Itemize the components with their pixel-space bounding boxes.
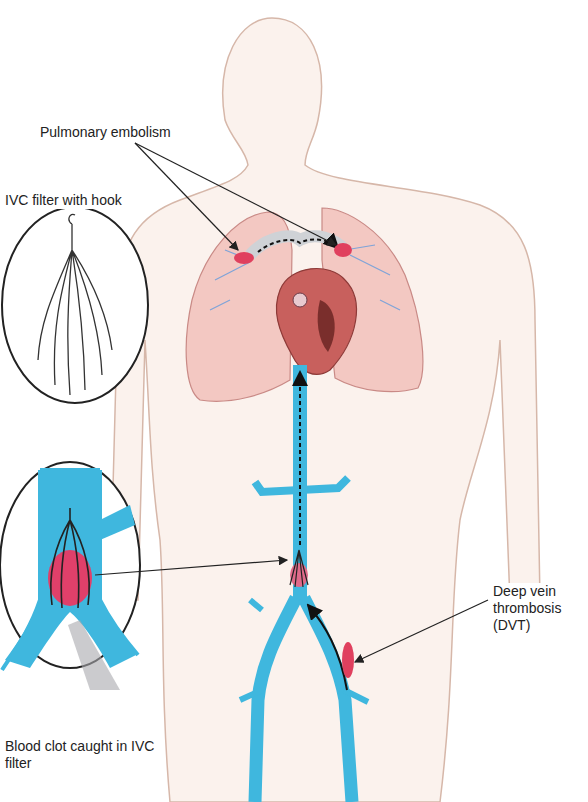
- inset-vein: [5, 468, 136, 668]
- flow-path: [299, 372, 301, 545]
- leader-line: [135, 143, 238, 250]
- inset-iliac: [68, 620, 120, 690]
- embolus: [234, 252, 254, 264]
- inset-caption: Blood clot caught in IVC filter: [3, 738, 157, 772]
- inset-circle: [0, 462, 140, 668]
- right-iliac-vein: [304, 598, 352, 802]
- leader-line: [135, 143, 336, 245]
- inset-title: IVC filter with hook: [3, 192, 124, 209]
- callout-label: Pulmonary embolism: [38, 124, 173, 141]
- leader-line: [355, 600, 488, 662]
- filter-drawing: [51, 508, 89, 608]
- body-outline: [110, 18, 540, 802]
- heart-valve: [293, 293, 307, 307]
- renal-veins: [255, 478, 348, 492]
- inset-branch: [100, 505, 135, 540]
- heart: [276, 269, 356, 375]
- thrombus: [342, 642, 354, 678]
- embolus: [334, 243, 352, 257]
- pulmonary-artery: [250, 236, 345, 255]
- left-iliac-vein: [255, 598, 296, 802]
- leader-line: [95, 560, 287, 575]
- callout-label: Deep vein thrombosis (DVT): [491, 583, 585, 634]
- ivc-filter: [290, 550, 308, 587]
- flow-path: [258, 239, 338, 252]
- heart-chamber: [318, 300, 335, 352]
- flow-arrow: [308, 605, 347, 690]
- inset-circle: [2, 207, 148, 403]
- filter-hook-drawing: [38, 214, 112, 395]
- vein-branch: [240, 600, 368, 702]
